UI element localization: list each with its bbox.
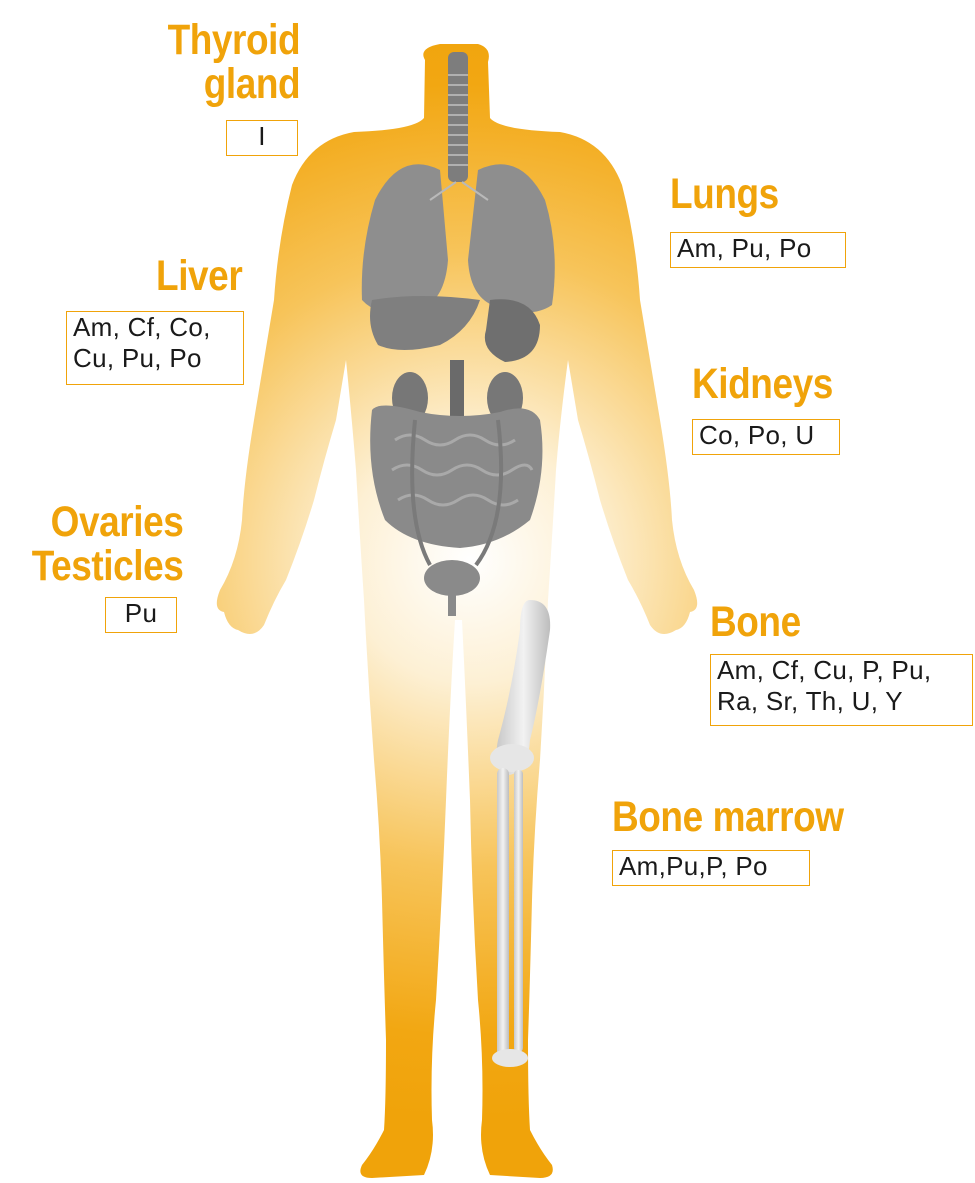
lungs-elements: Am, Pu, Po	[670, 232, 846, 268]
bone-marrow-title: Bone marrow	[612, 795, 844, 839]
intestines	[370, 405, 542, 548]
bone-marrow-elements: Am,Pu,P, Po	[612, 850, 810, 886]
trachea	[448, 52, 468, 182]
ovaries-testicles-elements: Pu	[105, 597, 177, 633]
liver-title: Liver	[156, 254, 242, 298]
bone-title: Bone	[710, 600, 801, 644]
body-silhouette	[217, 44, 697, 1178]
kidneys-title: Kidneys	[692, 362, 833, 406]
thyroid-elements: I	[226, 120, 298, 156]
ovaries-testicles-title: Ovaries Testicles	[31, 500, 183, 588]
kidneys-elements: Co, Po, U	[692, 419, 840, 455]
liver-elements: Am, Cf, Co, Cu, Pu, Po	[66, 311, 244, 385]
lungs-title: Lungs	[670, 172, 779, 216]
bone-elements: Am, Cf, Cu, P, Pu, Ra, Sr, Th, U, Y	[710, 654, 973, 726]
thyroid-title: Thyroid gland	[167, 18, 300, 106]
